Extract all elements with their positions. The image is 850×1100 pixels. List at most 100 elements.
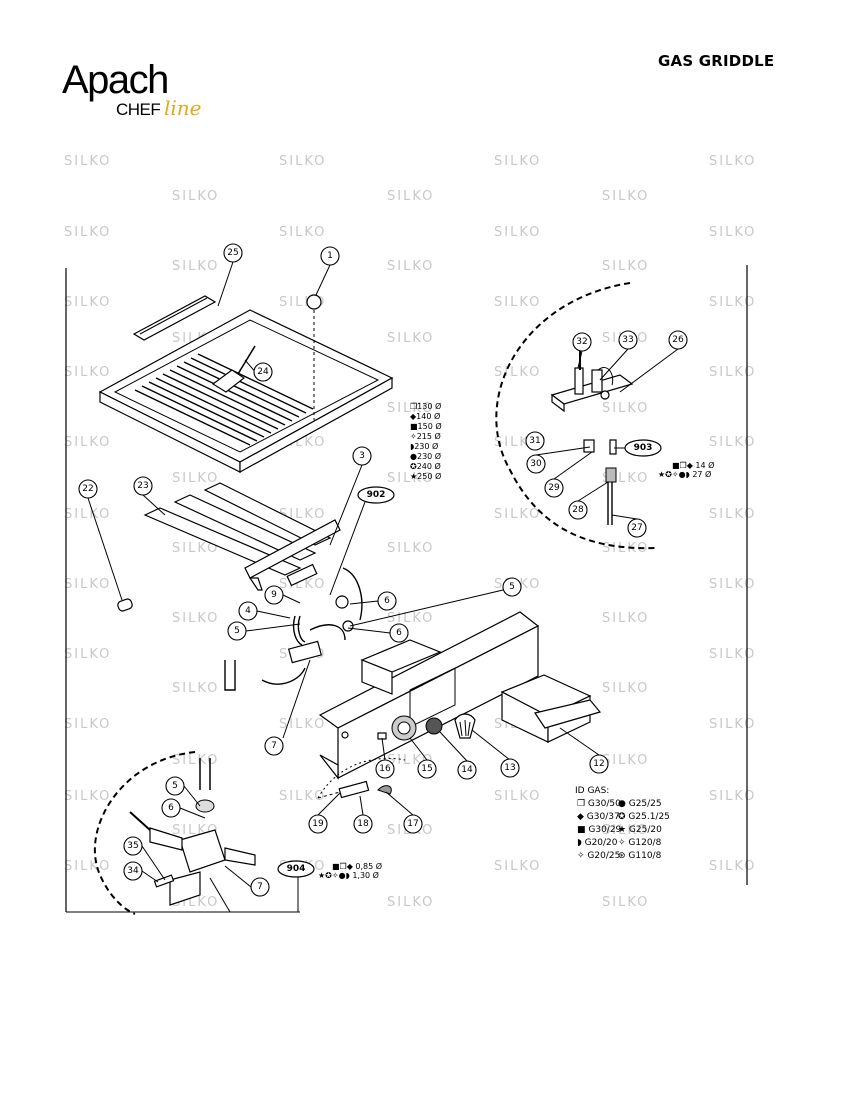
pilot-legend: ■❒◆ 14 Ø★✪✧●◗ 27 Ø [658, 460, 714, 479]
watermark-grid: SILKO SILKO SILKO SILKO SILKO SILKO SILKO SILKO… [64, 154, 756, 910]
griddle-plate [98, 309, 394, 474]
nozzle-legend-row: ✪240 Ø [410, 461, 441, 471]
logo-sub: CHEF [116, 100, 161, 119]
svg-text:31: 31 [529, 436, 540, 446]
svg-text:5: 5 [172, 781, 178, 791]
callout-23: 23 [133, 476, 153, 496]
svg-text:25: 25 [227, 248, 238, 258]
watermark-text: SILKO [64, 225, 111, 240]
watermark-text: SILKO [494, 225, 541, 240]
svg-text:1: 1 [327, 251, 333, 261]
gas-id-cell: ● G25/25 [618, 799, 662, 809]
watermark-text: SILKO [494, 295, 541, 310]
callout-9: 9 [264, 585, 284, 605]
valve-legend-row: ■❒◆ 0,85 Ø [332, 861, 382, 871]
watermark-text: SILKO [602, 259, 649, 274]
watermark-text: SILKO [709, 789, 756, 804]
valve-detail [129, 758, 256, 913]
logo-brand: Apach [62, 58, 169, 102]
callout-7: 7 [250, 877, 270, 897]
svg-text:904: 904 [287, 864, 306, 874]
gas-id-cell: ✧ G20/25 [577, 851, 620, 861]
watermark-text: SILKO [64, 365, 111, 380]
knob-13 [454, 713, 476, 739]
nozzle-legend-row: ◗230 Ø [410, 441, 438, 451]
callout-6: 6 [389, 623, 409, 643]
svg-text:24: 24 [257, 367, 269, 377]
svg-text:4: 4 [245, 606, 251, 616]
watermark-text: SILKO [387, 401, 434, 416]
svg-text:6: 6 [396, 628, 402, 638]
callout-35: 35 [123, 836, 143, 856]
nozzle-legend-row: ✧215 Ø [410, 431, 441, 441]
svg-text:5: 5 [509, 582, 515, 592]
gas-id-cell: ◆ G30/37 [577, 812, 620, 822]
callout-17: 17 [403, 814, 423, 834]
svg-text:34: 34 [127, 866, 139, 876]
callout-1: 1 [320, 246, 340, 266]
svg-text:3: 3 [359, 451, 365, 461]
watermark-text: SILKO [64, 507, 111, 522]
drip-tray [500, 674, 602, 743]
valve-legend: ■❒◆ 0,85 Ø★✪✧●◗ 1,30 Ø [318, 861, 382, 880]
callout-5: 5 [227, 621, 247, 641]
gas-id-cell: ✧ G120/8 [618, 838, 662, 848]
svg-text:29: 29 [548, 483, 560, 493]
svg-text:7: 7 [271, 741, 277, 751]
watermark-text: SILKO [64, 859, 111, 874]
svg-text:23: 23 [137, 481, 148, 491]
logo-script: line [164, 96, 202, 120]
gas-id-title: ID GAS: [575, 786, 609, 796]
watermark-text: SILKO [602, 401, 649, 416]
watermark-text: SILKO [172, 189, 219, 204]
callout-29: 29 [544, 478, 564, 498]
watermark-text: SILKO [709, 647, 756, 662]
leader-lines [87, 261, 679, 888]
tag-902: 902 [357, 486, 395, 504]
apach-chef-line-logo: Apach CHEF line [62, 58, 232, 128]
tag-904: 904 [277, 860, 315, 878]
watermark-text: SILKO [709, 295, 756, 310]
gas-id-table: ID GAS:❒ G30/50● G25/25◆ G30/37✪ G25.1/2… [575, 786, 670, 861]
gas-id-cell: ❒ G30/50 [577, 799, 621, 809]
pilot-detail-arc [495, 282, 656, 550]
nozzle-legend-row: ●230 Ø [410, 451, 441, 461]
grease-strip [132, 295, 217, 341]
watermark-text: SILKO [387, 331, 434, 346]
watermark-text: SILKO [172, 611, 219, 626]
svg-text:18: 18 [357, 819, 369, 829]
svg-text:28: 28 [572, 505, 584, 515]
svg-text:5: 5 [234, 626, 240, 636]
gas-pipes [224, 567, 363, 691]
foot-22 [117, 598, 133, 612]
watermark-text: SILKO [172, 753, 219, 768]
nozzle-legend-row: ◆140 Ø [410, 411, 440, 421]
watermark-text: SILKO [709, 225, 756, 240]
watermark-text: SILKO [64, 789, 111, 804]
tags: 902 903 904 [228, 439, 662, 913]
svg-text:16: 16 [379, 764, 391, 774]
tag-903: 903 [624, 439, 662, 457]
control-panel [318, 611, 540, 780]
callout-24: 24 [253, 362, 273, 382]
watermark-text: SILKO [709, 859, 756, 874]
watermark-text: SILKO [387, 541, 434, 556]
callout-14: 14 [457, 760, 477, 780]
watermark-text: SILKO [709, 577, 756, 592]
svg-text:7: 7 [257, 882, 263, 892]
watermark-text: SILKO [494, 859, 541, 874]
watermark-text: SILKO [709, 717, 756, 732]
callout-16: 16 [375, 759, 395, 779]
callout-25: 25 [223, 243, 243, 263]
watermark-text: SILKO [494, 507, 541, 522]
watermark-text: SILKO [602, 681, 649, 696]
watermark-text: SILKO [387, 189, 434, 204]
callout-34: 34 [123, 861, 143, 881]
watermark-text: SILKO [602, 189, 649, 204]
watermark-text: SILKO [709, 507, 756, 522]
svg-text:9: 9 [271, 590, 277, 600]
watermark-text: SILKO [387, 471, 434, 486]
svg-text:14: 14 [461, 765, 473, 775]
gas-id-cell: ■ G30/29 [577, 825, 622, 835]
watermark-text: SILKO [494, 789, 541, 804]
